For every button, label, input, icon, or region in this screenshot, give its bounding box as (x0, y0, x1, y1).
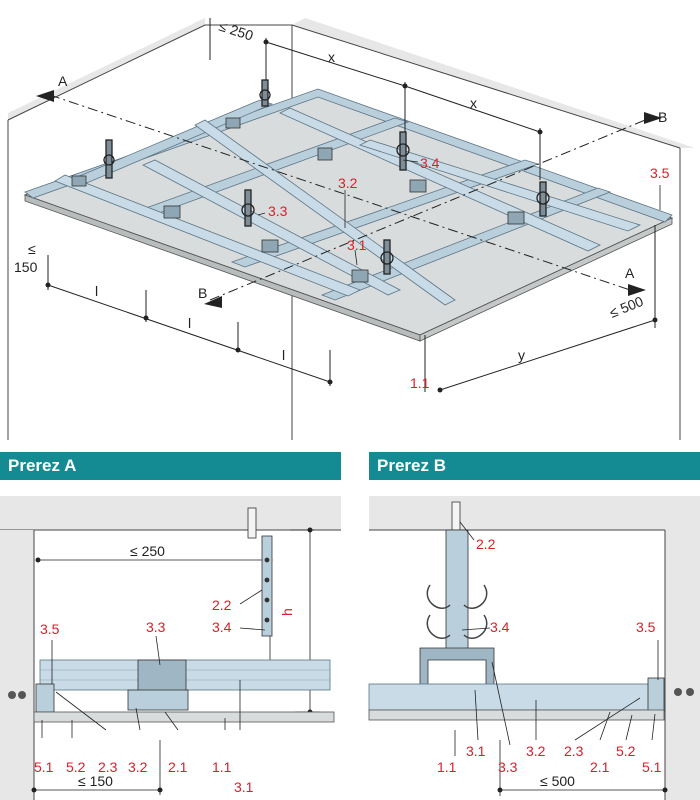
dim-l-1: l (95, 283, 98, 299)
b-label-5-2: 5.2 (616, 743, 636, 759)
b-board (368, 709, 665, 721)
dim-y: y (518, 347, 525, 363)
a-label-5-1: 5.1 (34, 759, 54, 775)
a-label-5-2: 5.2 (66, 759, 86, 775)
section-b-title: Prerez B (369, 452, 700, 480)
dim-le150-symbol: ≤ (28, 241, 36, 257)
a-label-3-4: 3.4 (212, 619, 232, 635)
iso-label-3-3: 3.3 (268, 203, 288, 219)
section-a-view: ≤ 250 h ≤ 150 (0, 496, 341, 800)
hanger-5 (536, 181, 550, 217)
gypsum-board (23, 91, 674, 342)
a-label-3-5: 3.5 (40, 621, 60, 637)
dim-x-2: x (470, 95, 477, 111)
b-label-3-4: 3.4 (490, 619, 510, 635)
dim-x-1: x (328, 49, 335, 65)
hanger-4 (241, 189, 255, 227)
isometric-view: ≤ 250 x x ≤ 150 l l l y ≤ 500 A A B B 3.… (7, 18, 695, 440)
iso-label-3-4: 3.4 (420, 155, 440, 171)
dim-l-3: l (282, 347, 285, 363)
a-dim-150: ≤ 150 (78, 773, 113, 789)
a-label-3-3: 3.3 (146, 619, 166, 635)
b-label-2-1: 2.1 (590, 759, 610, 775)
section-a-right: A (625, 265, 635, 281)
dim-le150-number: 150 (14, 259, 38, 275)
section-arrows (36, 90, 662, 308)
hanger-6 (380, 239, 394, 275)
a-label-3-2: 3.2 (128, 759, 148, 775)
a-label-2-1: 2.1 (168, 759, 188, 775)
a-board (33, 711, 335, 723)
a-hanger (247, 507, 273, 637)
section-a-title: Prerez A (0, 452, 341, 480)
a-dim-250: ≤ 250 (130, 543, 165, 559)
b-dim-500: ≤ 500 (540, 773, 575, 789)
hanger-2 (103, 139, 115, 179)
iso-label-1-1: 1.1 (410, 375, 430, 391)
a-dim-h: h (279, 608, 295, 616)
iso-label-3-2: 3.2 (338, 175, 358, 191)
a-label-3-1: 3.1 (234, 779, 254, 795)
b-label-1-1: 1.1 (437, 759, 457, 775)
section-b-view: ≤ 500 2.2 3.4 3.5 1.1 3.1 3.3 3.2 2.3 2.… (368, 496, 700, 800)
section-a-left: A (58, 73, 68, 89)
b-label-3-3: 3.3 (498, 759, 518, 775)
b-ceiling-profile (368, 683, 660, 711)
b-label-2-3: 2.3 (564, 743, 584, 759)
a-label-1-1: 1.1 (212, 759, 232, 775)
hangers (103, 79, 550, 275)
a-label-2-3: 2.3 (98, 759, 118, 775)
iso-label-3-5: 3.5 (650, 165, 670, 181)
section-b-left: B (198, 285, 207, 301)
iso-label-3-1: 3.1 (347, 237, 367, 253)
iso-leaders (257, 159, 661, 372)
a-connector (127, 659, 189, 711)
b-label-2-2: 2.2 (476, 536, 496, 552)
hanger-3 (396, 131, 410, 171)
b-label-3-1: 3.1 (466, 743, 486, 759)
section-lines (49, 94, 651, 301)
b-label-5-1: 5.1 (642, 759, 662, 775)
hanger-1 (259, 79, 271, 107)
section-b-right: B (658, 109, 667, 125)
b-label-3-2: 3.2 (526, 743, 546, 759)
b-label-3-5: 3.5 (636, 619, 656, 635)
a-label-2-2: 2.2 (212, 597, 232, 613)
perimeter-profile (24, 88, 673, 223)
cross-connectors (71, 117, 525, 283)
dim-l-2: l (188, 315, 191, 331)
dimension-ticks (45, 39, 658, 393)
